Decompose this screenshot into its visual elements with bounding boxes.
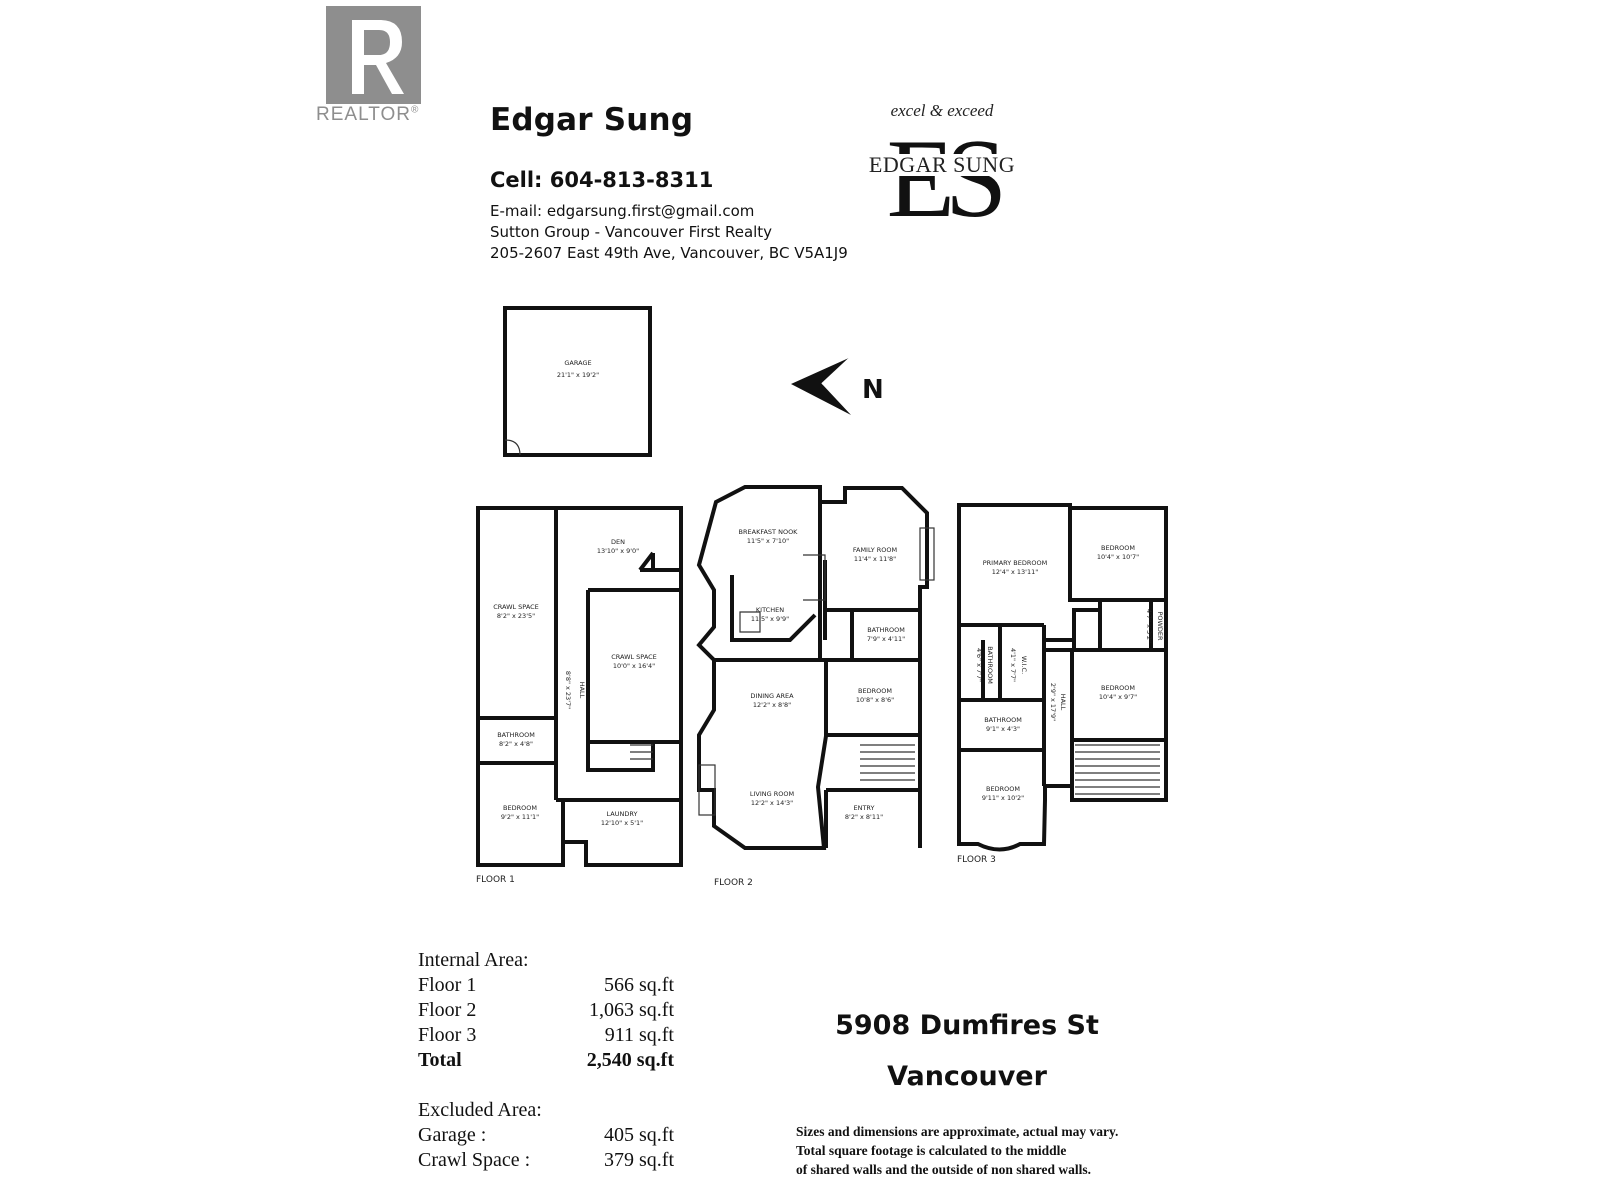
room-size: 10'4" x 10'7" xyxy=(1097,553,1139,561)
property-street: 5908 Dumfires St xyxy=(835,1010,1099,1041)
area-value: 379 sq.ft xyxy=(604,1149,674,1171)
floor-1-walls xyxy=(476,506,683,867)
room-size: 7'9" x 4'11" xyxy=(867,635,905,643)
room-size: 11'5" x 7'10" xyxy=(747,537,789,545)
disclaimer-line: of shared walls and the outside of non s… xyxy=(796,1162,1092,1177)
room-name: BREAKFAST NOOK xyxy=(739,528,799,536)
excluded-area-title: Excluded Area: xyxy=(418,1099,542,1121)
room-name: DEN xyxy=(611,538,625,546)
area-value: 911 sq.ft xyxy=(604,1024,674,1046)
room-name: LIVING ROOM xyxy=(750,790,794,798)
room-name: KITCHEN xyxy=(756,606,784,614)
room-size: 13'10" x 9'0" xyxy=(597,547,639,555)
room-size: 8'2" x 8'11" xyxy=(845,813,883,821)
room-size: 4'6" x 7'7" xyxy=(975,648,983,682)
room-size: 4'7" x 3'2" xyxy=(1145,609,1153,643)
room-name: BEDROOM xyxy=(986,785,1020,793)
internal-area-title: Internal Area: xyxy=(418,949,529,971)
area-label: Crawl Space : xyxy=(418,1149,531,1171)
room-size: 12'2" x 14'3" xyxy=(751,799,793,807)
room-name: HALL xyxy=(578,682,586,699)
room-name: GARAGE xyxy=(564,359,591,367)
realtor-wordmark: REALTOR® xyxy=(316,104,420,125)
area-value: 405 sq.ft xyxy=(604,1124,674,1146)
room-name: BEDROOM xyxy=(1101,544,1135,552)
floor-3-label: FLOOR 3 xyxy=(957,855,996,865)
room-size: 12'2" x 8'8" xyxy=(753,701,791,709)
room-size: 8'2" x 4'8" xyxy=(499,740,533,748)
room-name: BEDROOM xyxy=(1101,684,1135,692)
room-name: BEDROOM xyxy=(858,687,892,695)
realtor-logo xyxy=(326,6,421,104)
room-name: BATHROOM xyxy=(984,716,1022,724)
floor-1-label: FLOOR 1 xyxy=(476,875,515,885)
room-name: HALL xyxy=(1059,694,1067,711)
garage-walls xyxy=(503,306,652,457)
room-size: 10'4" x 9'7" xyxy=(1099,693,1137,701)
room-size: 2'9" x 17'9" xyxy=(1049,683,1057,721)
room-name: LAUNDRY xyxy=(607,810,638,818)
room-name: POWDER xyxy=(1156,611,1164,641)
floor-3-walls xyxy=(957,503,1168,852)
room-size: 10'8" x 8'6" xyxy=(856,696,894,704)
agent-cell: Cell: 604-813-8311 xyxy=(490,168,714,192)
north-label: N xyxy=(862,375,884,405)
room-size: 21'1" x 19'2" xyxy=(557,371,599,379)
room-labels: GARAGE 21'1" x 19'2" DEN 13'10" x 9'0" C… xyxy=(493,359,1164,827)
area-label: Floor 1 xyxy=(418,974,477,996)
room-name: BATHROOM xyxy=(867,626,905,634)
agent-name: Edgar Sung xyxy=(490,102,694,138)
room-size: 4'1" x 7'7" xyxy=(1009,648,1017,682)
north-arrow-icon xyxy=(791,356,852,415)
room-size: 10'0" x 16'4" xyxy=(613,662,655,670)
room-name: CRAWL SPACE xyxy=(611,653,657,661)
room-name: W.I.C. xyxy=(1020,656,1028,674)
room-name: BATHROOM xyxy=(986,646,994,684)
area-label: Floor 2 xyxy=(418,999,477,1021)
agent-company: Sutton Group - Vancouver First Realty xyxy=(490,223,773,241)
room-size: 8'8" x 23'7" xyxy=(564,671,572,709)
room-name: FAMILY ROOM xyxy=(853,546,897,554)
total-value: 2,540 sq.ft xyxy=(586,1049,674,1071)
room-name: PRIMARY BEDROOM xyxy=(983,559,1047,567)
logo-tagline: excel & exceed xyxy=(891,101,994,120)
room-size: 9'1" x 4'3" xyxy=(986,725,1020,733)
room-size: 8'2" x 23'5" xyxy=(497,612,535,620)
area-label: Floor 3 xyxy=(418,1024,477,1046)
area-label: Garage : xyxy=(418,1124,487,1146)
floor-2-label: FLOOR 2 xyxy=(714,878,753,888)
disclaimer-line: Total square footage is calculated to th… xyxy=(796,1143,1067,1158)
room-name: DINING AREA xyxy=(750,692,794,700)
room-name: BATHROOM xyxy=(497,731,535,739)
room-size: 9'11" x 10'2" xyxy=(982,794,1024,802)
total-label: Total xyxy=(418,1049,462,1071)
property-city: Vancouver xyxy=(887,1061,1047,1092)
room-size: 12'10" x 5'1" xyxy=(601,819,643,827)
room-size: 12'4" x 13'11" xyxy=(992,568,1038,576)
room-name: CRAWL SPACE xyxy=(493,603,539,611)
realtor-r-icon xyxy=(326,6,421,104)
agent-email: E-mail: edgarsung.first@gmail.com xyxy=(490,202,755,220)
room-name: ENTRY xyxy=(853,804,874,812)
logo-name: EDGAR SUNG xyxy=(869,152,1015,177)
room-name: BEDROOM xyxy=(503,804,537,812)
area-value: 566 sq.ft xyxy=(604,974,674,996)
logo-monogram: ES xyxy=(887,117,1001,228)
edgar-sung-logo: excel & exceed ES EDGAR SUNG xyxy=(862,98,1022,241)
room-size: 9'2" x 11'1" xyxy=(501,813,539,821)
room-size: 11'4" x 11'8" xyxy=(854,555,896,563)
floor-2-walls xyxy=(696,485,929,850)
agent-address: 205-2607 East 49th Ave, Vancouver, BC V5… xyxy=(490,244,848,262)
room-size: 11'5" x 9'9" xyxy=(751,615,789,623)
disclaimer-line: Sizes and dimensions are approximate, ac… xyxy=(796,1124,1119,1139)
area-value: 1,063 sq.ft xyxy=(589,999,674,1021)
